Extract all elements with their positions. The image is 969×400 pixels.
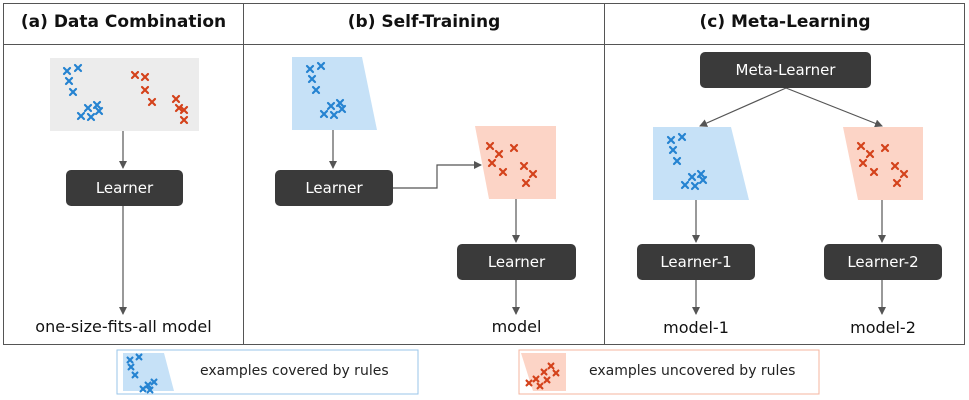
model-caption: one-size-fits-all model: [35, 317, 212, 336]
combined-data-swatch: [50, 58, 199, 131]
covered-example-mark: [135, 353, 143, 361]
covered-example-mark: [668, 145, 678, 155]
uncovered-example-mark: [547, 362, 555, 370]
covered-data-swatch: [653, 127, 749, 200]
uncovered-example-mark: [890, 161, 900, 171]
learner-box: Learner: [457, 244, 576, 280]
model-caption: model: [491, 317, 542, 336]
uncovered-example-mark: [856, 141, 866, 151]
uncovered-example-mark: [899, 169, 909, 179]
uncovered-example-mark: [532, 375, 540, 383]
uncovered-example-mark: [140, 72, 150, 82]
covered-example-mark: [73, 63, 83, 73]
uncovered-example-mark: [536, 382, 544, 390]
learner-1-box: Learner-1: [637, 244, 755, 280]
legend-uncovered-label: examples uncovered by rules: [589, 363, 796, 379]
uncovered-example-mark: [174, 103, 184, 113]
legend-covered-swatch: [123, 353, 174, 391]
covered-example-mark: [305, 64, 315, 74]
uncovered-example-mark: [540, 368, 548, 376]
model-1-caption: model-1: [663, 318, 729, 337]
covered-example-mark: [316, 61, 326, 71]
panel-title-meta-learning: (c) Meta-Learning: [699, 12, 871, 32]
covered-example-mark: [146, 386, 154, 394]
covered-example-mark: [94, 106, 104, 116]
uncovered-example-mark: [498, 167, 508, 177]
panel-divider-2: [604, 3, 605, 345]
covered-example-mark: [672, 156, 682, 166]
uncovered-example-mark: [528, 169, 538, 179]
covered-example-mark: [698, 175, 708, 185]
uncovered-data-swatch: [475, 126, 556, 199]
covered-example-mark: [64, 76, 74, 86]
covered-data-swatch: [292, 57, 377, 130]
learner-2-box: Learner-2: [824, 244, 942, 280]
legend-uncovered-frame: [518, 349, 820, 395]
arrow-meta-to-uncovered: [785, 87, 883, 128]
arrow-learner-to-pseudo-labels: [393, 161, 482, 189]
covered-example-mark: [687, 172, 697, 182]
covered-example-mark: [329, 110, 339, 120]
legend-covered-label: examples covered by rules: [200, 363, 389, 379]
covered-example-mark: [335, 98, 345, 108]
covered-example-mark: [139, 385, 147, 393]
uncovered-example-mark: [525, 379, 533, 387]
uncovered-example-mark: [521, 178, 531, 188]
covered-example-mark: [307, 74, 317, 84]
model-2-caption: model-2: [850, 318, 916, 337]
uncovered-data-swatch: [843, 127, 923, 200]
uncovered-example-mark: [130, 70, 140, 80]
covered-example-mark: [92, 100, 102, 110]
uncovered-example-mark: [179, 115, 189, 125]
covered-example-mark: [319, 109, 329, 119]
uncovered-example-mark: [171, 94, 181, 104]
covered-example-mark: [150, 378, 158, 386]
covered-example-mark: [680, 180, 690, 190]
uncovered-example-mark: [869, 167, 879, 177]
legend-covered-frame: [116, 349, 419, 395]
learner-box: Learner: [275, 170, 393, 206]
uncovered-example-mark: [509, 143, 519, 153]
uncovered-example-mark: [865, 149, 875, 159]
covered-example-mark: [62, 66, 72, 76]
covered-example-mark: [337, 104, 347, 114]
covered-example-mark: [131, 371, 139, 379]
uncovered-example-mark: [140, 85, 150, 95]
covered-example-mark: [326, 101, 336, 111]
covered-example-mark: [311, 85, 321, 95]
uncovered-example-mark: [880, 143, 890, 153]
covered-example-mark: [86, 112, 96, 122]
covered-example-mark: [677, 132, 687, 142]
uncovered-example-mark: [543, 376, 551, 384]
covered-example-mark: [666, 135, 676, 145]
uncovered-example-mark: [487, 158, 497, 168]
learner-box: Learner: [66, 170, 183, 206]
title-divider: [3, 44, 965, 45]
panel-divider-1: [243, 3, 244, 345]
uncovered-example-mark: [892, 178, 902, 188]
arrow-meta-to-covered: [699, 87, 787, 127]
uncovered-example-mark: [147, 97, 157, 107]
uncovered-example-mark: [552, 369, 560, 377]
covered-example-mark: [76, 111, 86, 121]
uncovered-example-mark: [494, 149, 504, 159]
panel-title-self-training: (b) Self-Training: [347, 12, 501, 32]
covered-example-mark: [696, 169, 706, 179]
uncovered-example-mark: [519, 161, 529, 171]
uncovered-example-mark: [858, 158, 868, 168]
covered-example-mark: [127, 363, 135, 371]
meta-learner-box: Meta-Learner: [700, 52, 871, 88]
covered-example-mark: [68, 87, 78, 97]
panel-title-data-combination: (a) Data Combination: [20, 12, 227, 32]
diagram-frame: [3, 3, 965, 345]
covered-example-mark: [126, 356, 134, 364]
uncovered-example-mark: [485, 141, 495, 151]
covered-example-mark: [83, 103, 93, 113]
covered-example-mark: [690, 181, 700, 191]
